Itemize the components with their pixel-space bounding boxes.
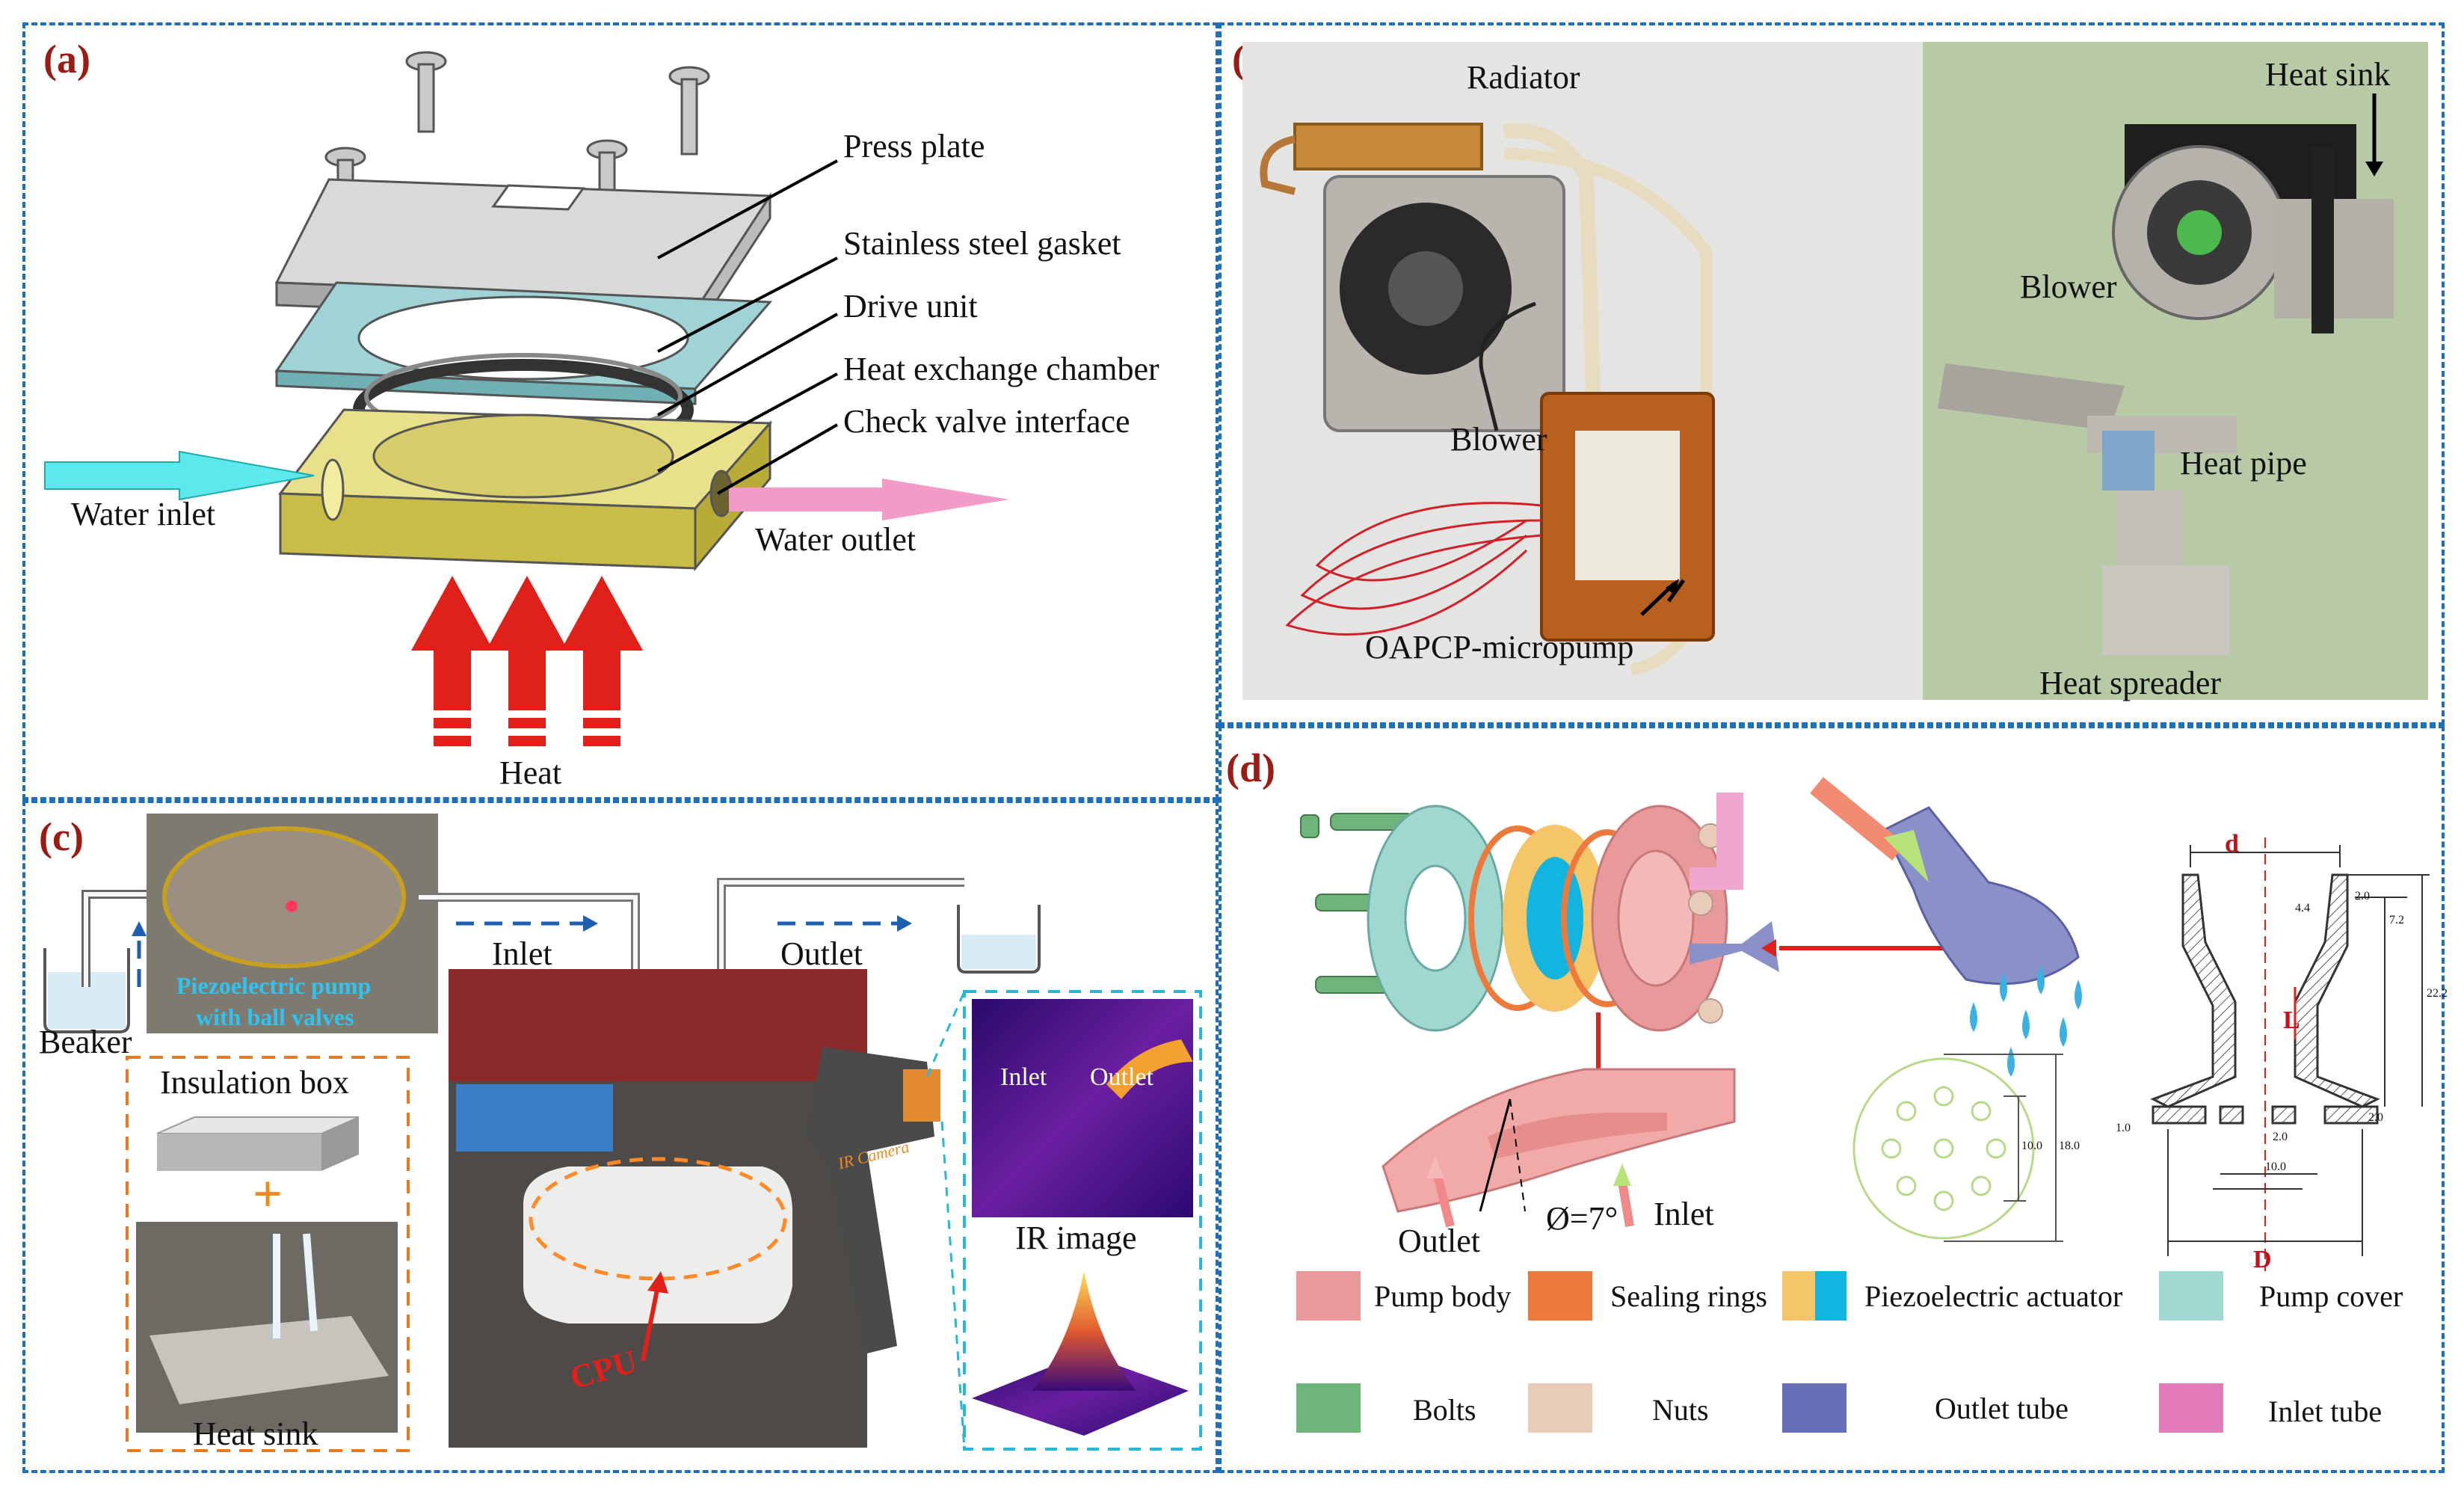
dim-10-0-nozzle: 10.0 [2265, 1160, 2286, 1173]
dim-4-4: 4.4 [2295, 902, 2310, 914]
panel-d-label: (d) [1226, 746, 1275, 790]
panel-c [22, 800, 1219, 1473]
label-water-inlet: Water inlet [71, 496, 216, 532]
dim-2-0-right: 2.0 [2368, 1111, 2383, 1124]
panel-a [22, 22, 1219, 800]
dim-2-0-top: 2.0 [2355, 890, 2370, 903]
dim-22-2: 22.2 [2427, 987, 2448, 1000]
legend-bolts: Bolts [1413, 1393, 1476, 1427]
dim-18-0: 18.0 [2059, 1140, 2080, 1152]
panel-d [1219, 725, 2445, 1473]
label-pump-caption-2: with ball valves [196, 1003, 354, 1030]
dim-7-2: 7.2 [2389, 914, 2404, 926]
label-press-plate: Press plate [843, 128, 985, 165]
label-plus: + [253, 1166, 283, 1223]
label-dim-D: D [2253, 1246, 2272, 1273]
label-heat: Heat [499, 754, 562, 791]
photo-pump-cooler-left [1242, 42, 1923, 700]
legend-sealing-rings: Sealing rings [1610, 1279, 1767, 1313]
label-inlet-d: Inlet [1654, 1196, 1714, 1232]
water-inlet-arrow [44, 450, 315, 501]
label-inlet-c: Inlet [492, 935, 552, 972]
label-blower-right: Blower [2020, 268, 2117, 305]
panel-b [1219, 22, 2445, 725]
label-heat-sink-b: Heat sink [2265, 56, 2391, 93]
label-check-valve-interface: Check valve interface [843, 403, 1130, 440]
label-heat-pipe: Heat pipe [2180, 445, 2307, 482]
heat-arrows [411, 576, 643, 746]
water-outlet-arrow [729, 479, 1009, 520]
label-dim-L: L [2283, 1006, 2300, 1034]
label-pump-caption-1: Piezoelectric pump [176, 972, 372, 999]
label-beaker: Beaker [39, 1024, 132, 1060]
label-ir-image: IR image [1015, 1220, 1137, 1256]
label-heat-spreader: Heat spreader [2039, 665, 2222, 701]
leader-lines [657, 159, 838, 495]
label-radiator: Radiator [1467, 59, 1580, 96]
dim-1-0: 1.0 [2116, 1122, 2131, 1134]
legend-pump-body: Pump body [1374, 1279, 1512, 1313]
legend-pump-cover: Pump cover [2259, 1279, 2403, 1313]
label-oapcp-micropump: OAPCP-micropump [1365, 629, 1634, 665]
label-water-outlet: Water outlet [755, 521, 917, 558]
legend-inlet-tube: Inlet tube [2268, 1395, 2383, 1428]
label-outlet-c: Outlet [780, 935, 863, 972]
label-angle: Ø=7° [1546, 1200, 1618, 1237]
legend-piezoelectric-actuator: Piezoelectric actuator [1864, 1279, 2123, 1313]
label-heat-exchange-chamber: Heat exchange chamber [843, 351, 1159, 387]
heat-exchange-chamber [278, 408, 773, 572]
legend-nuts: Nuts [1652, 1393, 1709, 1427]
legend-swatches [1296, 1271, 2223, 1433]
label-ir-outlet: Outlet [1090, 1063, 1154, 1091]
legend-outlet-tube: Outlet tube [1935, 1392, 2069, 1425]
photo-laptop-cooler-right [1923, 42, 2428, 700]
label-drive-unit: Drive unit [843, 288, 978, 325]
label-outlet-d: Outlet [1398, 1223, 1480, 1259]
label-dim-d: d [2225, 830, 2239, 858]
label-ir-inlet: Inlet [1000, 1063, 1047, 1091]
panel-a-label: (a) [43, 37, 90, 82]
label-heat-sink-c: Heat sink [193, 1415, 318, 1452]
label-blower-left: Blower [1450, 421, 1547, 458]
dim-10-0-plate: 10.0 [2021, 1140, 2042, 1152]
label-insulation-box: Insulation box [160, 1064, 349, 1101]
panel-c-label: (c) [39, 814, 84, 859]
dim-2-0-mid: 2.0 [2273, 1131, 2288, 1143]
label-stainless-steel-gasket: Stainless steel gasket [843, 225, 1121, 262]
beaker-right [957, 905, 1041, 974]
